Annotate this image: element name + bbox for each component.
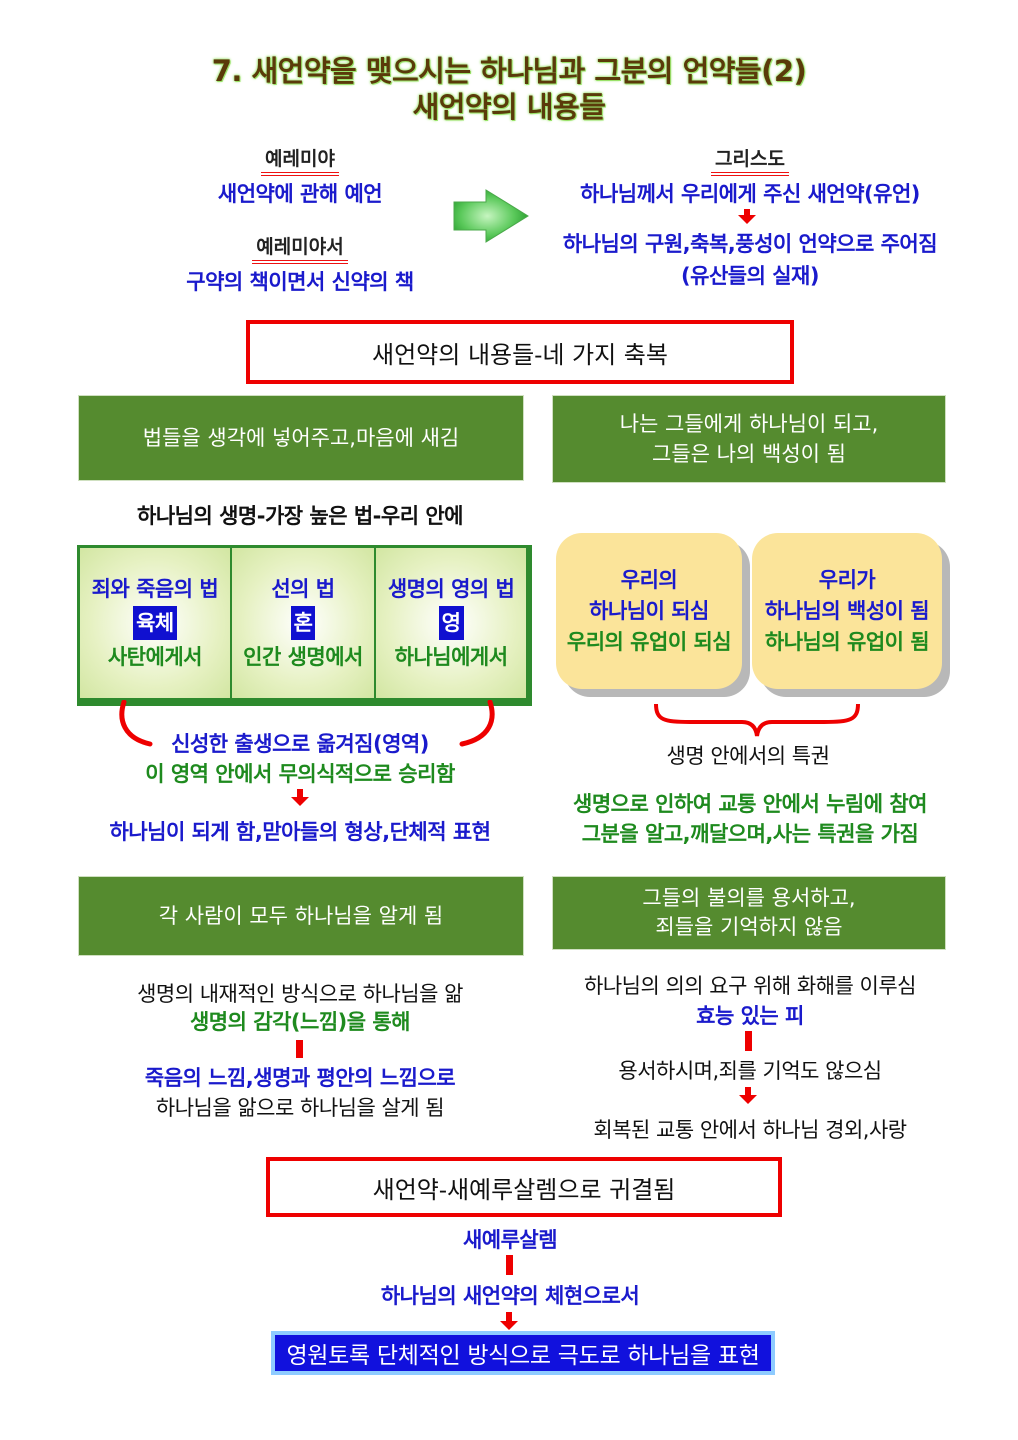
down-arrow-icon [738, 215, 756, 224]
blessing2-header-box: 나는 그들에게 하나님이 되고, 그들은 나의 백성이 됨 [552, 395, 946, 483]
blessing3-line3: 죽음의 느낌,생명과 평안의 느낌으로 [144, 1066, 456, 1090]
card-line: 우리가 [818, 567, 876, 592]
red-bracket-icon [119, 700, 495, 747]
card-our-god: 우리의 하나님이 되심 우리의 유업이 되심 [556, 533, 742, 689]
christ-heading: 그리스도 [711, 144, 789, 176]
card-line: 우리의 유업이 되심 [566, 629, 732, 654]
final-statement-box: 영원토록 단체적인 방식으로 극도로 하나님을 표현 [271, 1331, 775, 1375]
jeremiah-heading: 예레미야 [261, 144, 339, 176]
brace-label: 생명 안에서의 특권 [666, 744, 830, 768]
blessing2-header-line2: 그들은 나의 백성이 됨 [652, 442, 846, 466]
blessing1-result: 하나님이 되게 함,맏아들의 형상,단체적 표현 [109, 820, 491, 844]
section-header: 새언약의 내용들-네 가지 축복 [372, 340, 668, 369]
blessing1-note-green: 이 영역 안에서 무의식적으로 승리함 [145, 762, 455, 786]
connector-bar [296, 1040, 303, 1058]
blessing4-header-box: 그들의 불의를 용서하고, 죄들을 기억하지 않음 [552, 876, 946, 950]
blessing4-line4: 회복된 교통 안에서 하나님 경외,사랑 [593, 1118, 907, 1142]
jeremiah-text: 새언약에 관해 예언 [217, 182, 383, 206]
inheritance-text: (유산들의 실재) [681, 264, 819, 288]
curly-brace-icon [654, 703, 860, 737]
blessing4-header-line2: 죄들을 기억하지 않음 [655, 915, 843, 939]
card-line: 우리의 [620, 567, 678, 592]
blessing3-line1: 생명의 내재적인 방식으로 하나님을 앎 [137, 982, 463, 1006]
blessing1-subtitle: 하나님의 생명-가장 높은 법-우리 안에 [137, 504, 463, 528]
conclusion-line2: 하나님의 새언약의 체현으로서 [380, 1284, 640, 1308]
law-part-badge: 육체 [133, 606, 177, 640]
connector-bar [745, 1031, 752, 1051]
blessing1-header-box: 법들을 생각에 넣어주고,마음에 새김 [78, 395, 524, 481]
law-name: 선의 법 [271, 577, 335, 601]
blessing2-note2: 그분을 알고,깨달으며,사는 특권을 가짐 [581, 822, 919, 846]
conclusion-line1: 새예루살렘 [462, 1228, 558, 1252]
blessing4-line3: 용서하시며,죄를 기억도 않으심 [618, 1059, 882, 1083]
page-title-line1: 7. 새언약을 맺으시는 하나님과 그분의 언약들(2) [211, 54, 807, 88]
blessing1-header: 법들을 생각에 넣어주고,마음에 새김 [142, 426, 460, 450]
blessings-text: 하나님의 구원,축복,풍성이 언약으로 주어짐 [562, 232, 938, 256]
card-gods-people: 우리가 하나님의 백성이 됨 하나님의 유업이 됨 [752, 533, 942, 689]
blessing3-header: 각 사람이 모두 하나님을 알게 됨 [158, 904, 444, 928]
law-part-badge: 혼 [290, 606, 316, 640]
blessing3-line2: 생명의 감각(느낌)을 통해 [189, 1010, 411, 1034]
section-header-box: 새언약의 내용들-네 가지 축복 [246, 320, 794, 384]
conclusion-header: 새언약-새예루살렘으로 귀결됨 [372, 1175, 676, 1204]
law-name: 죄와 죽음의 법 [91, 577, 219, 601]
conclusion-header-box: 새언약-새예루살렘으로 귀결됨 [266, 1157, 782, 1217]
connector-bar [506, 1255, 513, 1275]
law-source: 사탄에게서 [107, 645, 203, 669]
blessing3-header-box: 각 사람이 모두 하나님을 알게 됨 [78, 876, 524, 956]
law-source: 인간 생명에서 [243, 645, 363, 669]
law-source: 하나님에게서 [394, 645, 508, 669]
law-cell-spirit: 생명의 영의 법 영 하나님에게서 [374, 548, 526, 698]
page-title-line2: 새언약의 내용들 [412, 90, 606, 124]
law-name: 생명의 영의 법 [387, 577, 515, 601]
down-arrow-icon [500, 1321, 518, 1330]
intro-left: 예레미야 [150, 144, 450, 176]
blessing4-line2: 효능 있는 피 [696, 1004, 804, 1028]
blessing4-line1: 하나님의 의의 요구 위해 화해를 이루심 [584, 974, 917, 998]
card-line: 하나님의 유업이 됨 [764, 629, 930, 654]
blessing4-header-line1: 그들의 불의를 용서하고, [642, 886, 856, 910]
blessing2-note1: 생명으로 인하여 교통 안에서 누림에 참여 [573, 792, 928, 816]
jeremiah-book-heading: 예레미야서 [252, 232, 348, 264]
christ-text: 하나님께서 우리에게 주신 새언약(유언) [580, 182, 920, 206]
law-cell-flesh: 죄와 죽음의 법 육체 사탄에게서 [80, 548, 230, 698]
blessing2-header-line1: 나는 그들에게 하나님이 되고, [619, 412, 879, 436]
law-part-badge: 영 [438, 606, 464, 640]
card-line: 하나님의 백성이 됨 [764, 598, 930, 623]
card-line: 하나님이 되심 [589, 598, 709, 623]
down-arrow-icon [291, 797, 309, 806]
jeremiah-book-text: 구약의 책이면서 신약의 책 [186, 270, 414, 294]
green-right-arrow-icon [453, 189, 529, 243]
law-cell-soul: 선의 법 혼 인간 생명에서 [229, 548, 375, 698]
final-statement: 영원토록 단체적인 방식으로 극도로 하나님을 표현 [286, 1343, 760, 1369]
blessing3-line4: 하나님을 앎으로 하나님을 살게 됨 [155, 1096, 445, 1120]
blessing1-note-blue: 신성한 출생으로 옮겨짐(영역) [171, 732, 429, 756]
laws-table: 죄와 죽음의 법 육체 사탄에게서 선의 법 혼 인간 생명에서 생명의 영의 … [77, 545, 532, 706]
down-arrow-icon [739, 1095, 757, 1104]
